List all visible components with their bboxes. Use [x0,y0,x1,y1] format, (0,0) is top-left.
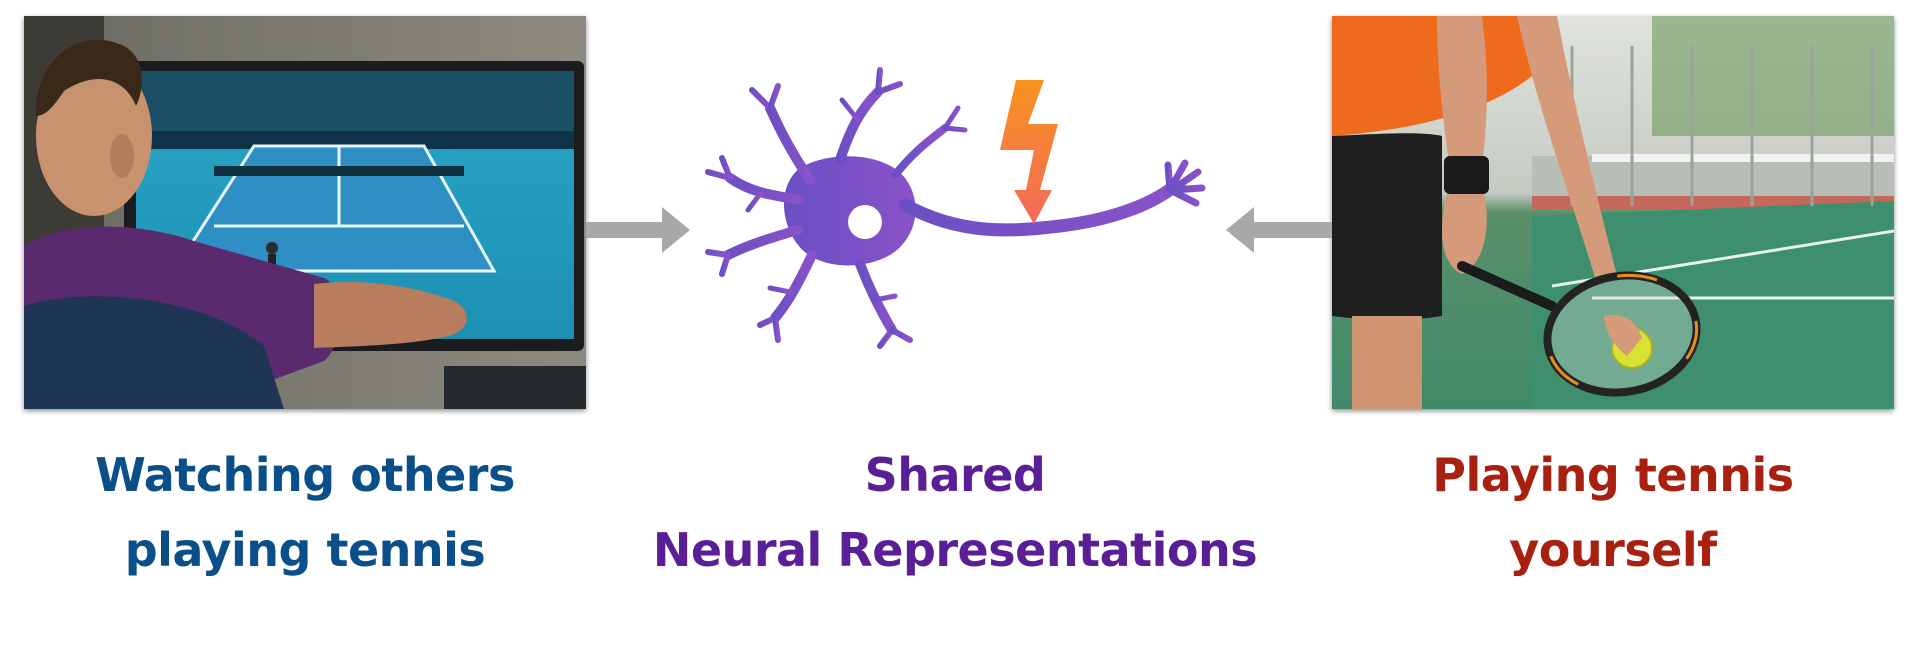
caption-playing-line1: Playing tennis [1432,448,1794,502]
photo-watching-tennis [24,16,586,409]
arrow-left-to-center [586,207,690,253]
person-watching-tv-illustration [24,16,586,409]
tennis-player-illustration [1332,16,1894,409]
caption-watching-line2: playing tennis [124,523,486,577]
caption-playing: Playing tennis yourself [1332,438,1894,588]
caption-playing-line2: yourself [1509,523,1717,577]
caption-watching-line1: Watching others [95,448,515,502]
neuron-icon [705,67,1206,349]
lightning-bolt-icon [1000,80,1058,224]
arrow-right-to-center [1226,207,1332,253]
caption-shared-line2: Neural Representations [652,523,1258,577]
caption-shared: Shared Neural Representations [630,438,1280,588]
photo-playing-tennis [1332,16,1894,409]
caption-watching: Watching others playing tennis [24,438,586,588]
caption-shared-line1: Shared [864,448,1046,502]
